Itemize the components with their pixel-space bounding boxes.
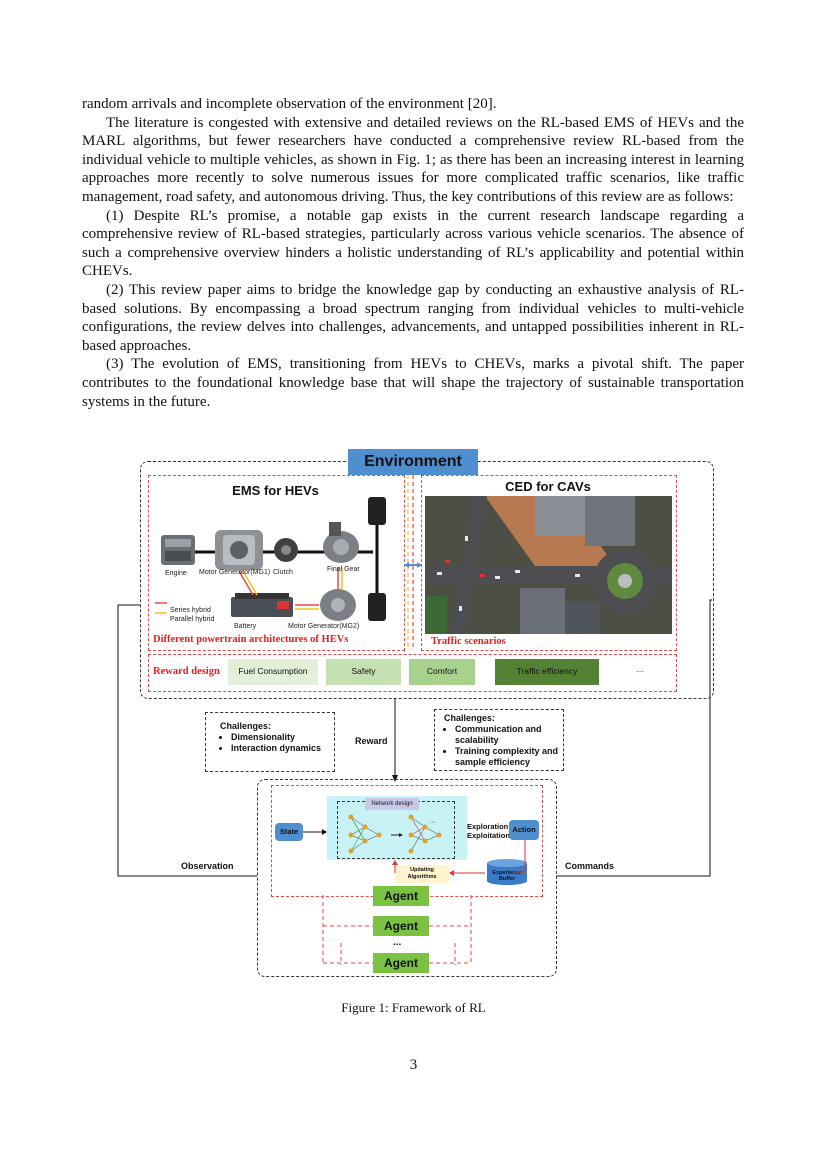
final-gear-label: Final Gear [327, 566, 360, 573]
agent-2: Agent [373, 916, 429, 936]
wheel-icon [368, 497, 386, 621]
legend-parallel: Parallel hybrid [170, 616, 215, 623]
battery-label: Battery [234, 623, 257, 630]
agent-dashed-links [322, 895, 472, 965]
paragraph-1: The literature is congested with extensi… [82, 114, 744, 205]
figure-caption: Figure 1: Framework of RL [341, 1000, 486, 1015]
challenges-left-box: Challenges: Dimensionality Interaction d… [205, 712, 335, 772]
state-arrow [303, 829, 327, 835]
neural-network-icon [348, 814, 442, 854]
paragraph-2: (1) Despite RL’s promise, a notable gap … [82, 207, 744, 280]
reward-more: ··· [635, 666, 645, 676]
paragraph-3: (2) This review paper aims to bridge the… [82, 281, 744, 354]
motor-generator-1-icon [215, 530, 263, 570]
clutch-label: Clutch [273, 569, 293, 576]
challenges-right-box: Challenges: Communication and scalabilit… [434, 709, 564, 771]
link-lines [404, 475, 422, 649]
environment-title: Environment [348, 449, 478, 475]
action-node: Action [509, 820, 539, 840]
agent-3: Agent [373, 953, 429, 973]
challenge-dimensionality: Dimensionality [231, 732, 334, 743]
reward-design-label: Reward design [153, 666, 220, 677]
body-text: random arrivals and incomplete observati… [82, 95, 744, 411]
engine-icon [161, 535, 195, 565]
legend-series: Series hybrid [170, 607, 211, 614]
agent-1: Agent [373, 886, 429, 906]
mg1-label: Motor Generator(MG1) [199, 569, 271, 576]
agent-dots: ... [393, 937, 402, 948]
page-number: 3 [409, 1057, 418, 1073]
traffic-caption: Traffic scenarios [431, 636, 506, 647]
reward-comfort: Comfort [409, 659, 475, 685]
exploration-label: Exploration [467, 822, 509, 831]
final-gear-icon [323, 522, 359, 563]
ems-title: EMS for HEVs [232, 483, 319, 498]
state-node: State [275, 823, 303, 841]
challenges-right-title: Challenges: [444, 713, 496, 723]
reward-label: Reward [355, 736, 388, 746]
mg2-label: Motor Generator(MG2) [288, 623, 360, 630]
ced-title: CED for CAVs [505, 479, 591, 494]
network-design-label: Network design [365, 798, 419, 810]
commands-label: Commands [565, 861, 615, 871]
powertrain-caption: Different powertrain architectures of HE… [153, 634, 349, 645]
reward-design-row [148, 654, 677, 692]
ems-box [148, 475, 405, 651]
experience-buffer-icon [487, 859, 527, 885]
exploitation-label: Exploitation [467, 831, 510, 840]
connector-lines [117, 599, 712, 877]
challenges-left-title: Challenges: [220, 721, 272, 731]
observation-label: Observation [181, 861, 234, 871]
battery-icon [231, 593, 293, 617]
challenge-training: Training complexity and sample efficienc… [455, 746, 563, 768]
nn-dots: ··· [429, 819, 436, 826]
feedback-arrows [392, 840, 526, 876]
engine-label: Engine [165, 570, 187, 577]
updating-algorithms-box: Updating Algorithms [395, 865, 449, 883]
paragraph-4: (3) The evolution of EMS, transitioning … [82, 356, 744, 410]
clutch-icon [274, 538, 298, 562]
motor-generator-2-icon [320, 589, 356, 621]
powertrain-diagram [155, 497, 386, 621]
reward-traffic-efficiency: Traffic efficiency [495, 659, 599, 685]
reward-fuel: Fuel Consumption [228, 659, 318, 685]
challenge-communication: Communication and scalability [455, 724, 563, 746]
experience-buffer-label: Experience Buffer [492, 870, 522, 882]
figure-framework: Environment EMS for HEVs [115, 445, 720, 995]
traffic-scene-image [425, 496, 672, 634]
challenge-interaction: Interaction dynamics [231, 743, 334, 754]
paragraph-0: random arrivals and incomplete observati… [82, 96, 497, 112]
reward-safety: Safety [326, 659, 401, 685]
ced-box [421, 475, 677, 651]
agent-outer-box [257, 779, 557, 977]
